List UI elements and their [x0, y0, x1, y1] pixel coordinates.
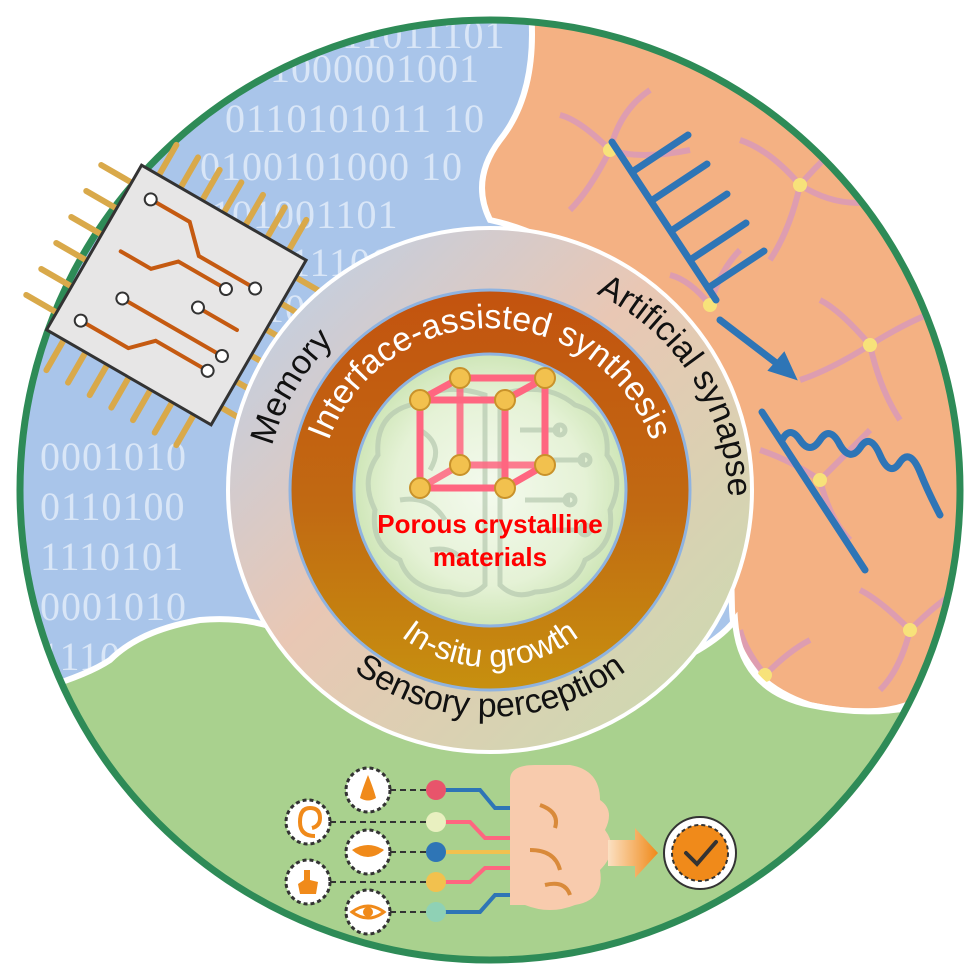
neuron-nuclei — [603, 143, 917, 682]
eye-icon — [344, 888, 392, 936]
nose-icon — [344, 766, 392, 814]
brain-folds — [529, 803, 572, 896]
binary-row: 0001010 — [40, 434, 187, 479]
sensory-panel — [284, 765, 737, 936]
crystal-cube-icon — [409, 367, 556, 499]
signal-nodes — [426, 780, 446, 922]
center-title-line-2: materials — [433, 542, 547, 572]
check-icon — [663, 816, 737, 890]
tongue-icon — [344, 828, 392, 876]
spike-train-icon — [608, 131, 944, 574]
outer-border — [16, 16, 964, 964]
brain-silhouette-icon — [510, 765, 612, 910]
binary-row: 0001010 — [40, 584, 187, 629]
sense-connectors — [330, 789, 428, 913]
ear-icon — [284, 798, 332, 846]
binary-row: 1000001001 — [270, 46, 480, 91]
output-arrow-icon — [608, 828, 658, 878]
binary-row: 0110101011 10 — [225, 96, 485, 141]
binary-row: 1110101 — [40, 534, 184, 579]
circuit-chip-icon — [23, 141, 330, 449]
center-title-line-1: Porous crystalline — [377, 509, 602, 539]
binary-row: 0110100 — [40, 484, 186, 529]
hand-icon — [284, 858, 332, 906]
brain-icon — [365, 386, 620, 598]
